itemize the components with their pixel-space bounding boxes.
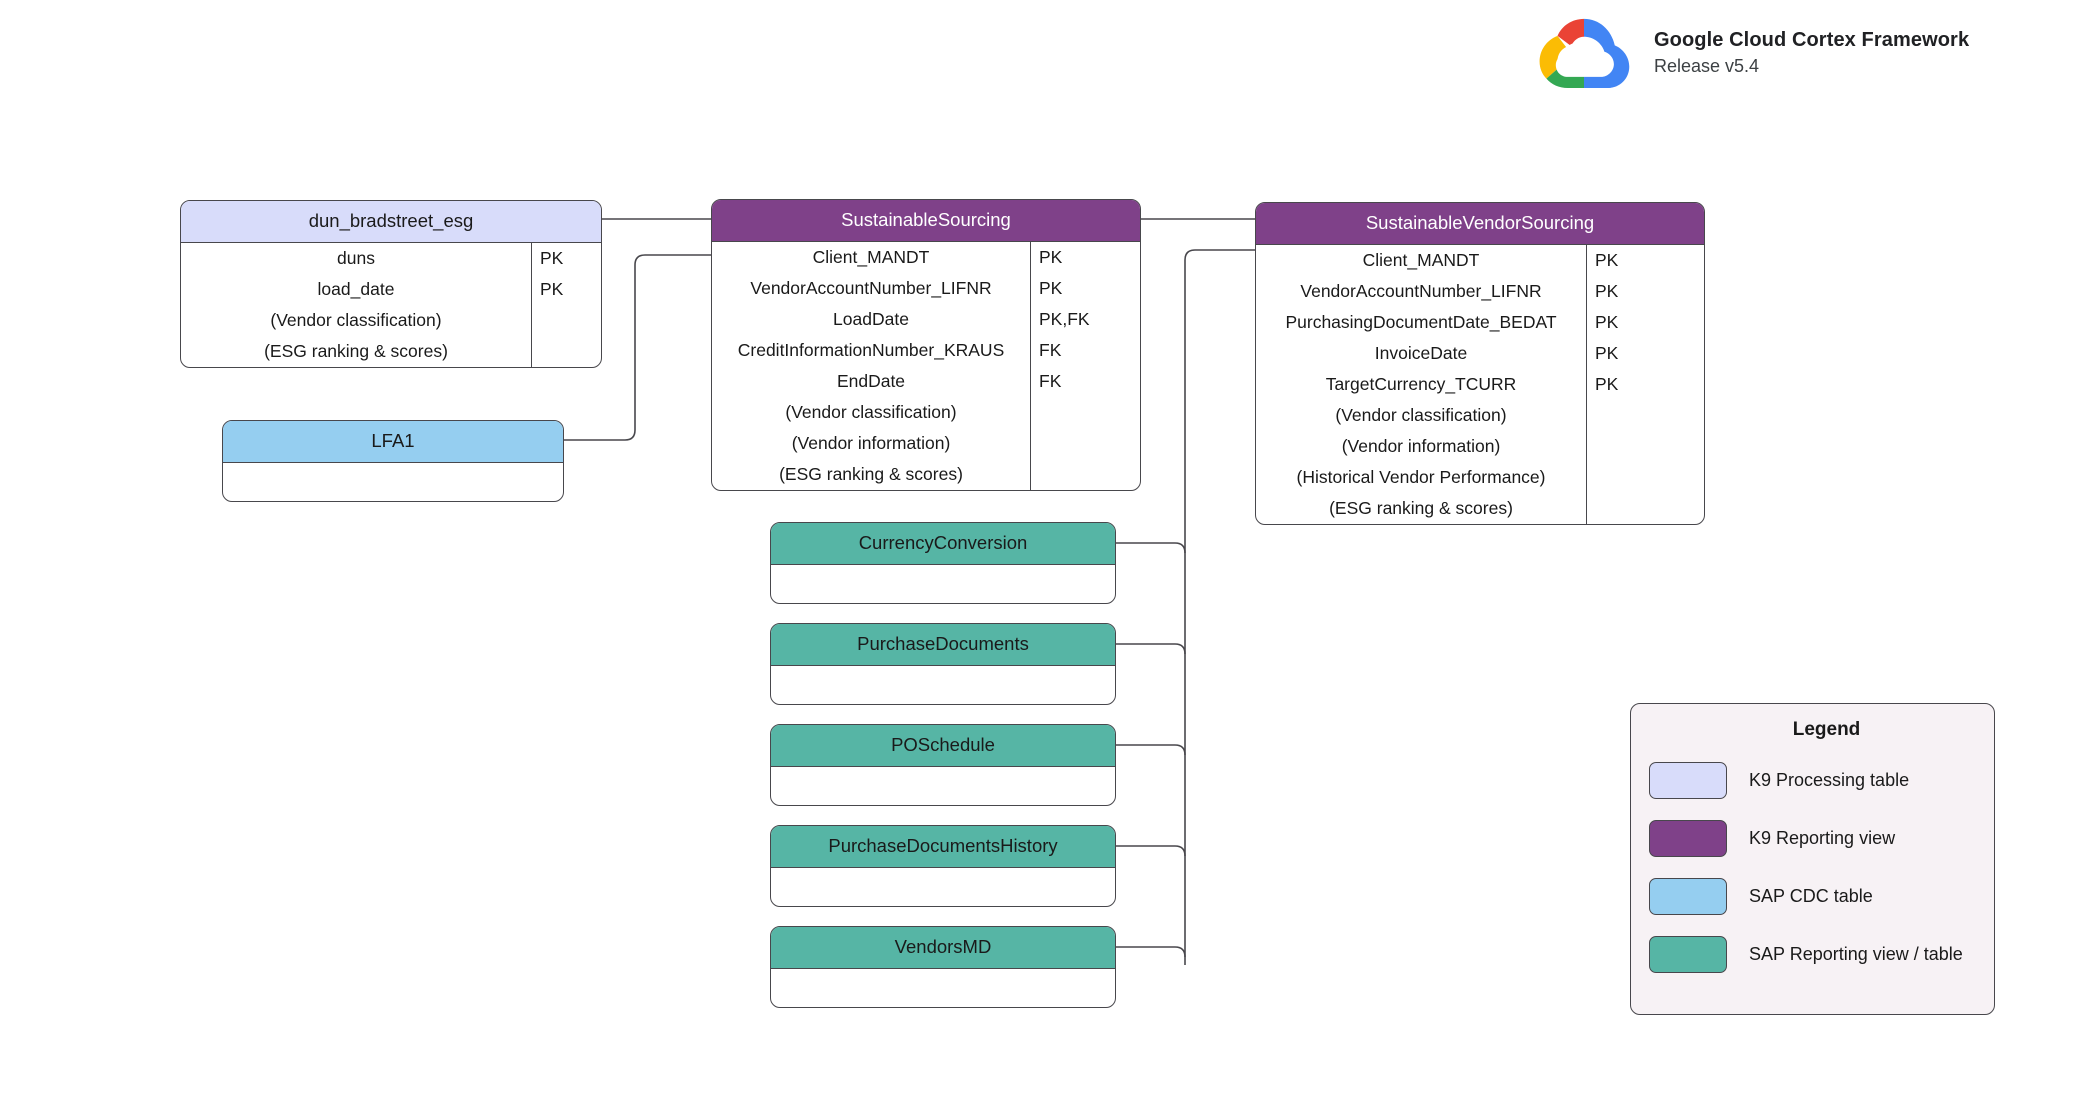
- entity-fields: [771, 565, 1115, 603]
- legend-swatch: [1649, 936, 1727, 973]
- entity-vendors-md[interactable]: VendorsMD: [770, 926, 1116, 1008]
- entity-fields: [771, 666, 1115, 704]
- legend-label: SAP Reporting view / table: [1749, 944, 1963, 964]
- brand-header: Google Cloud Cortex Framework Release v5…: [1528, 12, 1969, 94]
- field-row: (Vendor classification): [1335, 405, 1507, 425]
- key-row: [1587, 431, 1704, 462]
- key-row: PK: [1595, 250, 1619, 270]
- field-row: TargetCurrency_TCURR: [1325, 374, 1517, 394]
- connector-purchasedocuments-to-trunk: [1116, 643, 1186, 655]
- legend-panel: Legend K9 Processing table K9 Reporting …: [1630, 703, 1995, 1015]
- entity-title: PurchaseDocuments: [771, 624, 1115, 666]
- field-row: PurchasingDocumentDate_BEDAT: [1285, 312, 1557, 332]
- field-row: (ESG ranking & scores): [264, 341, 448, 361]
- entity-dun-bradstreet-esg[interactable]: dun_bradstreet_esg duns load_date (Vendo…: [180, 200, 602, 368]
- entity-po-schedule[interactable]: POSchedule: [770, 724, 1116, 806]
- key-row: [1031, 459, 1140, 490]
- field-row: (Vendor information): [791, 433, 951, 453]
- key-row: FK: [1039, 371, 1062, 391]
- entity-title: POSchedule: [771, 725, 1115, 767]
- entity-fields: duns load_date (Vendor classification) (…: [181, 243, 531, 367]
- legend-swatch: [1649, 878, 1727, 915]
- entity-fields: [771, 868, 1115, 906]
- key-row: [1587, 493, 1704, 524]
- field-row: LoadDate: [833, 309, 909, 329]
- key-row: [1587, 400, 1704, 431]
- key-row: PK: [1595, 281, 1619, 301]
- legend-item-sap-cdc-table: SAP CDC table: [1649, 878, 1994, 915]
- field-row: Client_MANDT: [1362, 250, 1480, 270]
- brand-release: Release v5.4: [1654, 56, 1760, 77]
- entity-fields: Client_MANDT VendorAccountNumber_LIFNR P…: [1256, 245, 1586, 524]
- key-row: [532, 336, 601, 367]
- legend-label: K9 Reporting view: [1749, 828, 1896, 848]
- field-row: EndDate: [836, 371, 906, 391]
- key-row: [1031, 397, 1140, 428]
- entity-fields: Client_MANDT VendorAccountNumber_LIFNR L…: [712, 242, 1030, 490]
- key-row: PK: [1595, 312, 1619, 332]
- key-row: [1587, 462, 1704, 493]
- connector-purchasedocumentshistory-to-trunk: [1116, 845, 1186, 857]
- entity-title: PurchaseDocumentsHistory: [771, 826, 1115, 868]
- entity-title: SustainableSourcing: [712, 200, 1140, 242]
- connector-trunk-to-vendorsourcing: [1184, 249, 1255, 261]
- legend-label: K9 Processing table: [1749, 770, 1910, 790]
- entity-keys: PK PK PK,FK FK FK: [1030, 242, 1140, 490]
- entity-title: CurrencyConversion: [771, 523, 1115, 565]
- field-row: InvoiceDate: [1374, 343, 1468, 363]
- key-row: PK: [1595, 343, 1619, 363]
- entity-title: dun_bradstreet_esg: [181, 201, 601, 243]
- connector-vendorsmd-to-trunk: [1116, 946, 1186, 958]
- field-row: (Vendor classification): [785, 402, 957, 422]
- entity-lfa1[interactable]: LFA1: [222, 420, 564, 502]
- connector-poschedule-to-trunk: [1116, 744, 1186, 756]
- legend-item-k9-reporting-view: K9 Reporting view: [1649, 820, 1994, 857]
- field-row: duns: [337, 248, 375, 268]
- key-row: PK,FK: [1039, 309, 1090, 329]
- brand-title: Google Cloud Cortex Framework: [1654, 29, 1970, 52]
- entity-fields: [223, 463, 563, 501]
- legend-item-k9-processing-table: K9 Processing table: [1649, 762, 1994, 799]
- legend-label: SAP CDC table: [1749, 886, 1873, 906]
- legend-item-sap-reporting-view: SAP Reporting view / table: [1649, 936, 1994, 973]
- entity-purchase-documents-history[interactable]: PurchaseDocumentsHistory: [770, 825, 1116, 907]
- field-row: load_date: [317, 279, 395, 299]
- key-row: PK: [1595, 374, 1619, 394]
- field-row: VendorAccountNumber_LIFNR: [750, 278, 992, 298]
- entity-title: SustainableVendorSourcing: [1256, 203, 1704, 245]
- entity-keys: PK PK PK PK PK: [1586, 245, 1704, 524]
- connector-currencyconversion-to-trunk: [1116, 542, 1186, 554]
- entity-sustainable-sourcing[interactable]: SustainableSourcing Client_MANDT VendorA…: [711, 199, 1141, 491]
- key-row: PK: [1039, 247, 1063, 267]
- google-cloud-logo-icon: [1539, 18, 1630, 89]
- key-row: PK: [1039, 278, 1063, 298]
- entity-fields: [771, 767, 1115, 805]
- key-row: PK: [540, 248, 564, 268]
- legend-swatch: [1649, 762, 1727, 799]
- key-row: PK: [540, 279, 564, 299]
- entity-purchase-documents[interactable]: PurchaseDocuments: [770, 623, 1116, 705]
- field-row: VendorAccountNumber_LIFNR: [1300, 281, 1542, 301]
- key-row: [532, 305, 601, 336]
- entity-currency-conversion[interactable]: CurrencyConversion: [770, 522, 1116, 604]
- entity-keys: PK PK: [531, 243, 601, 367]
- field-row: (Historical Vendor Performance): [1296, 467, 1546, 487]
- field-row: (ESG ranking & scores): [1329, 498, 1513, 518]
- entity-title: VendorsMD: [771, 927, 1115, 969]
- key-row: [1031, 428, 1140, 459]
- field-row: (Vendor information): [1341, 436, 1501, 456]
- field-row: (ESG ranking & scores): [779, 464, 963, 484]
- field-row: Client_MANDT: [812, 247, 930, 267]
- legend-title: Legend: [1792, 719, 1861, 740]
- field-row: CreditInformationNumber_KRAUS: [737, 340, 1005, 360]
- entity-title: LFA1: [223, 421, 563, 463]
- entity-fields: [771, 969, 1115, 1007]
- legend-swatch: [1649, 820, 1727, 857]
- entity-sustainable-vendor-sourcing[interactable]: SustainableVendorSourcing Client_MANDT V…: [1255, 202, 1705, 525]
- key-row: FK: [1039, 340, 1062, 360]
- field-row: (Vendor classification): [270, 310, 442, 330]
